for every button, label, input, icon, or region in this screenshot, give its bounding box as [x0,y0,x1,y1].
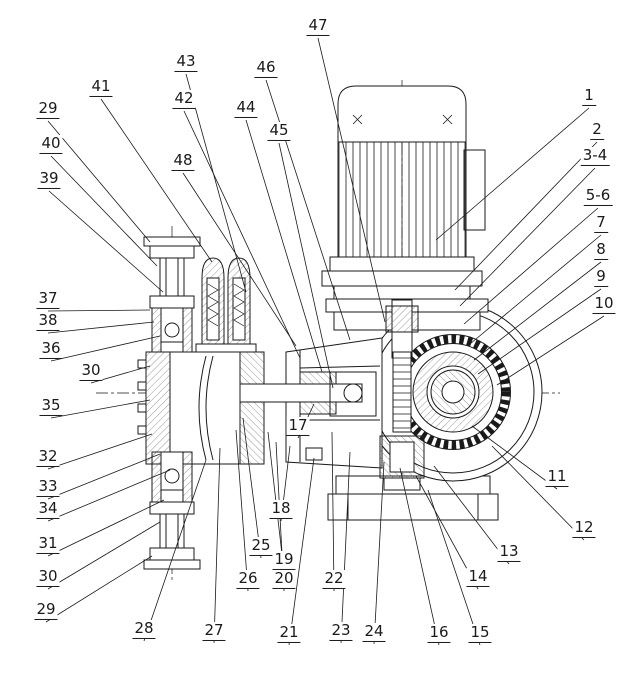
diaphragm-head [137,351,265,465]
discharge-check-valve [151,307,193,355]
top-flange-pipe [143,236,201,309]
electric-motor [321,85,486,300]
worm-shaft [379,299,425,491]
suction-check-valve [151,451,193,503]
bottom-flange-pipe [143,501,201,570]
worm-wheel-gear [395,334,511,450]
spring-valve-cartridges [195,257,257,353]
